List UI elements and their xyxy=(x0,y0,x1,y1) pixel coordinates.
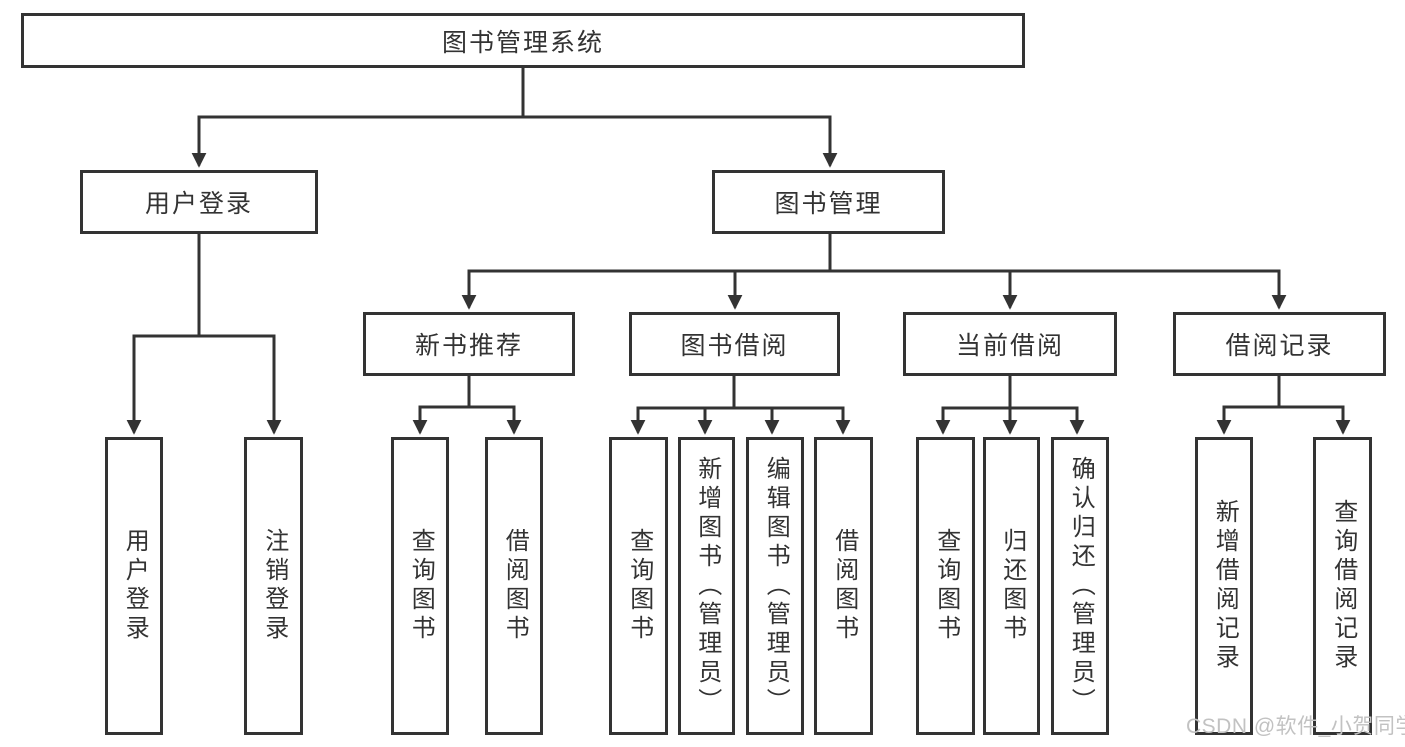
node-user-login-branch-label: 用户登录 xyxy=(144,190,253,218)
leaf-borrow-book-label: 借阅图书 xyxy=(830,528,858,644)
leaf-logout-label: 注销登录 xyxy=(260,528,288,644)
leaf-edit-book-admin: 编辑图书（管理员） xyxy=(746,437,804,735)
leaf-borrow-book-recommend: 借阅图书 xyxy=(485,437,543,735)
leaf-query-book-recommend-label: 查询图书 xyxy=(407,528,435,644)
leaf-borrow-book: 借阅图书 xyxy=(814,437,873,735)
leaf-logout: 注销登录 xyxy=(244,437,303,735)
leaf-query-book-recommend: 查询图书 xyxy=(391,437,449,735)
leaf-add-borrow-record: 新增借阅记录 xyxy=(1195,437,1253,735)
leaf-query-book-current: 查询图书 xyxy=(916,437,975,735)
leaf-confirm-return-admin: 确认归还（管理员） xyxy=(1051,437,1109,735)
csdn-watermark: CSDN @软件_小贺同学 xyxy=(1186,715,1405,738)
node-system-root-label: 图书管理系统 xyxy=(441,28,604,57)
node-book-management-branch: 图书管理 xyxy=(712,170,945,234)
node-book-management-branch-label: 图书管理 xyxy=(774,190,883,218)
leaf-add-borrow-record-label: 新增借阅记录 xyxy=(1211,499,1239,673)
node-user-login-branch: 用户登录 xyxy=(80,170,318,234)
node-new-book-recommend-label: 新书推荐 xyxy=(414,332,523,360)
leaf-query-book-current-label: 查询图书 xyxy=(932,528,960,644)
node-book-borrow: 图书借阅 xyxy=(629,312,840,376)
node-current-borrow: 当前借阅 xyxy=(903,312,1117,376)
node-system-root: 图书管理系统 xyxy=(21,13,1025,68)
node-book-borrow-label: 图书借阅 xyxy=(680,332,789,360)
leaf-query-borrow-record: 查询借阅记录 xyxy=(1313,437,1372,735)
node-borrow-record: 借阅记录 xyxy=(1173,312,1386,376)
node-borrow-record-label: 借阅记录 xyxy=(1225,332,1334,360)
leaf-return-book: 归还图书 xyxy=(983,437,1040,735)
leaf-query-book-borrow-label: 查询图书 xyxy=(625,528,653,644)
leaf-user-login-label: 用户登录 xyxy=(121,528,149,644)
leaf-user-login: 用户登录 xyxy=(105,437,163,735)
node-new-book-recommend: 新书推荐 xyxy=(363,312,575,376)
leaf-confirm-return-admin-label: 确认归还（管理员） xyxy=(1067,455,1095,717)
leaf-return-book-label: 归还图书 xyxy=(998,528,1026,644)
leaf-query-book-borrow: 查询图书 xyxy=(609,437,668,735)
node-current-borrow-label: 当前借阅 xyxy=(955,332,1064,360)
leaf-borrow-book-recommend-label: 借阅图书 xyxy=(501,528,529,644)
leaf-add-book-admin: 新增图书（管理员） xyxy=(678,437,735,735)
leaf-query-borrow-record-label: 查询借阅记录 xyxy=(1329,499,1357,673)
leaf-edit-book-admin-label: 编辑图书（管理员） xyxy=(762,455,790,717)
leaf-add-book-admin-label: 新增图书（管理员） xyxy=(693,455,721,717)
